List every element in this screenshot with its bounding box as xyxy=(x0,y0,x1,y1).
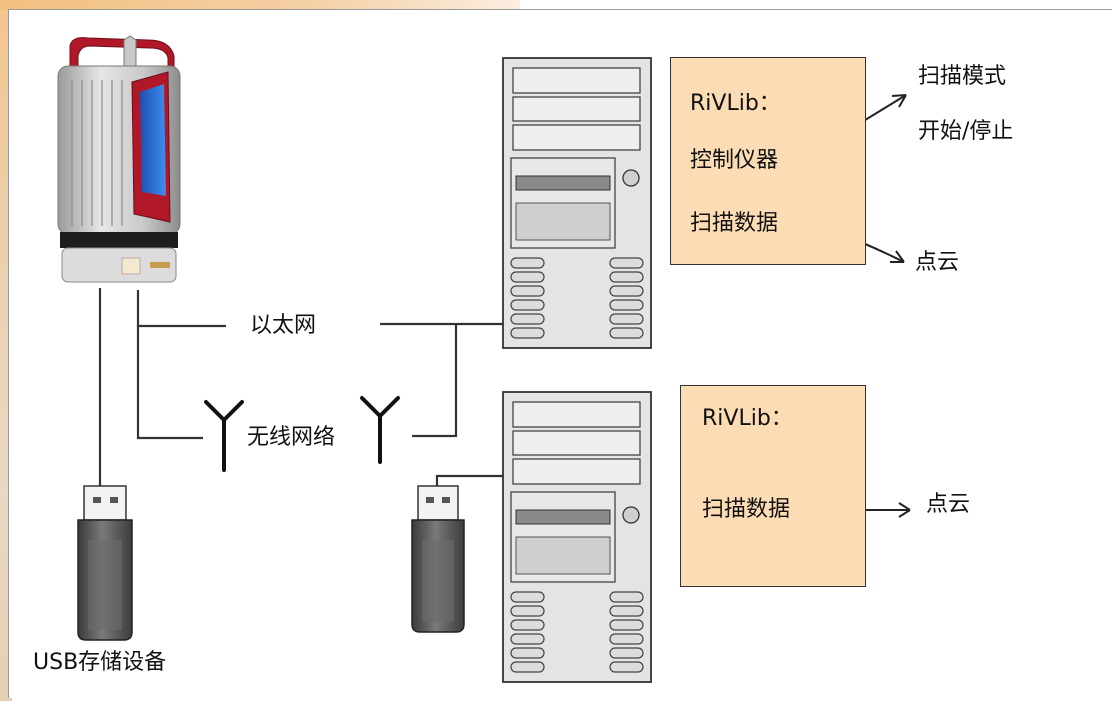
ethernet-line-left xyxy=(136,290,226,328)
point-cloud-label-top: 点云 xyxy=(915,250,960,275)
rivlib-box-top xyxy=(670,57,866,265)
background-strip-top xyxy=(0,0,520,10)
usb-cable-right xyxy=(435,474,508,486)
connection-lines xyxy=(98,288,508,486)
usb-storage-label: USB存储设备 xyxy=(33,650,167,675)
usb-drive-icon-2 xyxy=(411,485,465,633)
wireless-line-left xyxy=(136,326,203,440)
scan-data-label-top: 扫描数据 xyxy=(690,211,779,236)
scan-mode-label: 扫描模式 xyxy=(918,64,1007,89)
wireless-line-right xyxy=(412,324,458,438)
scan-data-label-bottom: 扫描数据 xyxy=(702,497,791,522)
tower-pc-icon-2 xyxy=(502,391,652,683)
ethernet-label: 以太网 xyxy=(250,313,317,338)
laser-scanner-icon xyxy=(57,35,181,283)
antenna-icon xyxy=(204,400,244,472)
point-cloud-label-bottom: 点云 xyxy=(926,492,971,517)
rivlib-title-bottom: RiVLib： xyxy=(702,406,793,431)
start-stop-label: 开始/停止 xyxy=(918,119,1014,144)
rivlib-title-top: RiVLib： xyxy=(690,91,781,116)
rivlib-box-bottom xyxy=(680,385,866,587)
tower-pc-icon xyxy=(502,57,652,349)
usb-drive-icon xyxy=(77,485,133,641)
antenna-icon-2 xyxy=(360,396,400,464)
wireless-network-label: 无线网络 xyxy=(247,425,336,450)
control-instrument-label: 控制仪器 xyxy=(690,148,779,173)
